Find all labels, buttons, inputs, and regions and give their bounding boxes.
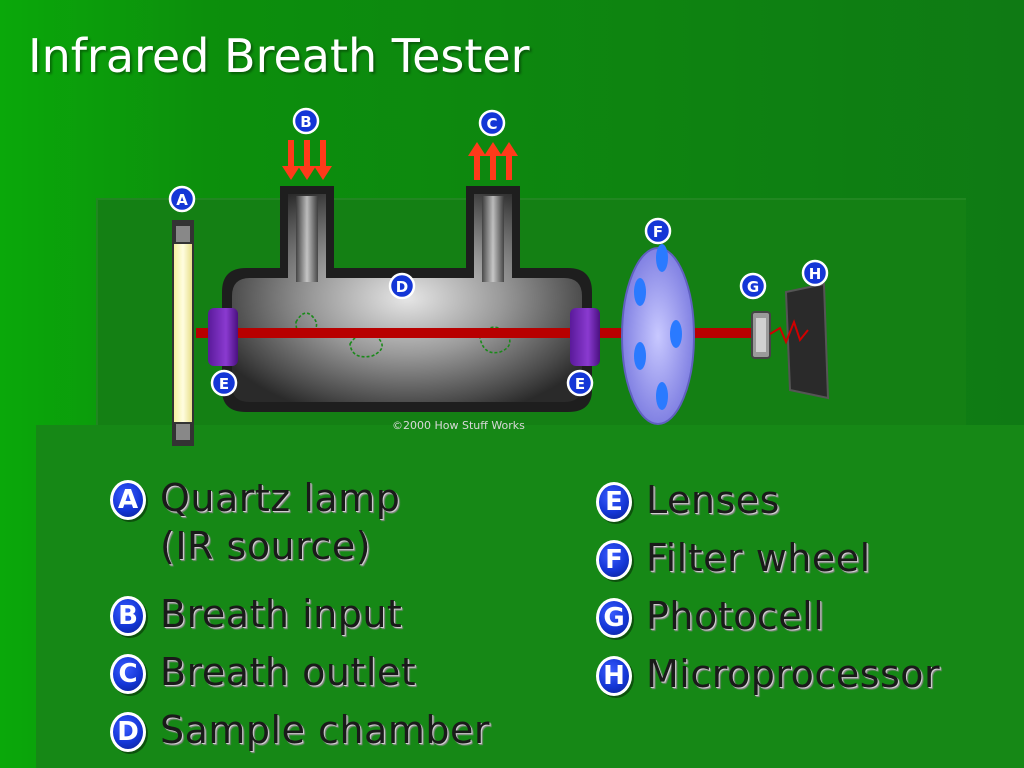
microprocessor <box>769 282 830 400</box>
ir-beam <box>196 328 756 338</box>
legend-badge-c: C <box>110 654 146 694</box>
legend-badge-d: D <box>110 712 146 752</box>
copyright-text: ©2000 How Stuff Works <box>392 419 525 432</box>
legend-item-sample-chamber: D Sample chamber <box>110 706 490 764</box>
legend-badge-a: A <box>110 480 146 520</box>
legend-badge-h: H <box>596 656 632 696</box>
legend-badge-f: F <box>596 540 632 580</box>
legend-badge-g: G <box>596 598 632 638</box>
svg-text:H: H <box>809 265 822 283</box>
legend-right: E Lenses F Filter wheel G Photocell H Mi… <box>596 476 940 708</box>
svg-text:E: E <box>575 375 585 393</box>
lens-left <box>208 308 238 366</box>
legend-item-filter-wheel: F Filter wheel <box>596 534 940 592</box>
legend-text-microprocessor: Microprocessor <box>646 652 941 696</box>
legend-text-sample-chamber: Sample chamber <box>160 708 490 752</box>
svg-text:G: G <box>747 278 759 296</box>
lens-right <box>570 308 600 366</box>
legend-text-lenses: Lenses <box>646 478 780 522</box>
legend-text-breath-outlet: Breath outlet <box>160 650 417 694</box>
legend-text-quartz-lamp: Quartz lamp <box>160 476 401 520</box>
photocell <box>751 311 771 359</box>
label-c: C <box>478 109 506 137</box>
label-e-right: E <box>566 369 594 397</box>
svg-text:B: B <box>300 113 311 131</box>
legend-item-breath-input: B Breath input <box>110 590 490 648</box>
label-d: D <box>388 272 416 300</box>
legend-text-photocell: Photocell <box>646 594 825 638</box>
legend-item-breath-outlet: C Breath outlet <box>110 648 490 706</box>
legend-item-microprocessor: H Microprocessor <box>596 650 940 708</box>
label-a: A <box>168 185 196 213</box>
slide-title: Infrared Breath Tester <box>28 29 530 83</box>
legend-left: A Quartz lamp (IR source) B Breath input… <box>110 474 490 764</box>
filter-wheel <box>621 244 695 425</box>
legend-item-photocell: G Photocell <box>596 592 940 650</box>
legend-text-filter-wheel: Filter wheel <box>646 536 871 580</box>
legend-panel <box>36 425 1024 768</box>
svg-text:D: D <box>396 278 408 296</box>
quartz-lamp <box>172 220 194 446</box>
sample-chamber <box>222 186 592 412</box>
svg-text:C: C <box>486 115 497 133</box>
label-g: G <box>739 272 767 300</box>
legend-badge-b: B <box>110 596 146 636</box>
legend-badge-e: E <box>596 482 632 522</box>
legend-text-breath-input: Breath input <box>160 592 403 636</box>
legend-item-lenses: E Lenses <box>596 476 940 534</box>
breath-input-arrows <box>282 140 332 180</box>
label-b: B <box>292 107 320 135</box>
label-h: H <box>801 259 829 287</box>
breath-outlet-arrows <box>468 142 518 180</box>
svg-text:E: E <box>219 375 229 393</box>
svg-text:F: F <box>653 223 663 241</box>
label-e-left: E <box>210 369 238 397</box>
label-f: F <box>644 217 672 245</box>
legend-text-ir-source: (IR source) <box>160 524 372 568</box>
legend-item-quartz-lamp: A Quartz lamp (IR source) <box>110 474 490 568</box>
svg-text:A: A <box>176 191 188 209</box>
